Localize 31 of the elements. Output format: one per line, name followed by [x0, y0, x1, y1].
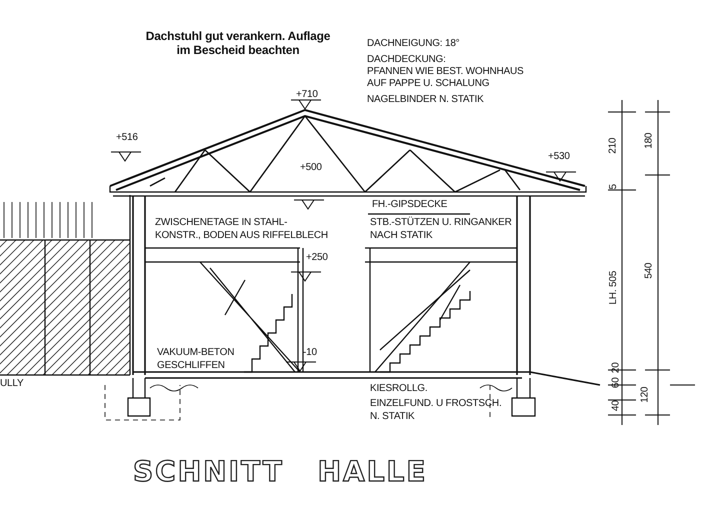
dimension-text: 40: [610, 400, 622, 412]
dimension-text: 210: [607, 138, 619, 154]
note-text: PFANNEN WIE BEST. WOHNHAUS: [367, 66, 524, 78]
note-text: Dachstuhl gut verankern. Auflage im Bescheid beachten: [144, 30, 332, 58]
level-mark: +516: [116, 132, 138, 144]
note-text: GESCHLIFFEN: [157, 360, 225, 372]
note-text: VAKUUM-BETON: [157, 347, 234, 358]
note-text: DACHDECKUNG:: [367, 54, 446, 66]
level-mark: -10: [303, 347, 317, 358]
level-mark: +500: [300, 162, 322, 174]
note-text: ZWISCHENETAGE IN STAHL-: [155, 217, 288, 228]
dimension-text: 180: [643, 132, 655, 149]
note-text: KIESROLLG.: [370, 383, 428, 394]
note-text: ULLY: [0, 378, 24, 390]
note-text: STB.-STÜTZEN U. RINGANKER: [370, 217, 512, 228]
dimension-text: 5: [608, 184, 620, 190]
level-mark: +710: [296, 89, 318, 100]
drawing-title: SCHNITT HALLE: [133, 455, 428, 488]
level-mark: +250: [306, 252, 328, 264]
dimension-text: LH. 505: [608, 270, 620, 305]
note-text: N. STATIK: [370, 411, 414, 422]
note-text: NAGELBINDER N. STATIK: [367, 94, 484, 106]
level-mark: +530: [548, 151, 570, 162]
note-text: NACH STATIK: [370, 230, 432, 242]
note-text: FH.-GIPSDECKE: [372, 199, 448, 210]
note-text: KONSTR., BODEN AUS RIFFELBLECH: [155, 230, 328, 242]
note-text: DACHNEIGUNG: 18°: [367, 38, 460, 50]
dimension-text: 120: [639, 386, 651, 403]
dimension-text: 540: [643, 262, 655, 279]
note-text: EINZELFUND. U FROSTSCH.: [370, 398, 502, 410]
note-text: AUF PAPPE U. SCHALUNG: [367, 78, 490, 90]
